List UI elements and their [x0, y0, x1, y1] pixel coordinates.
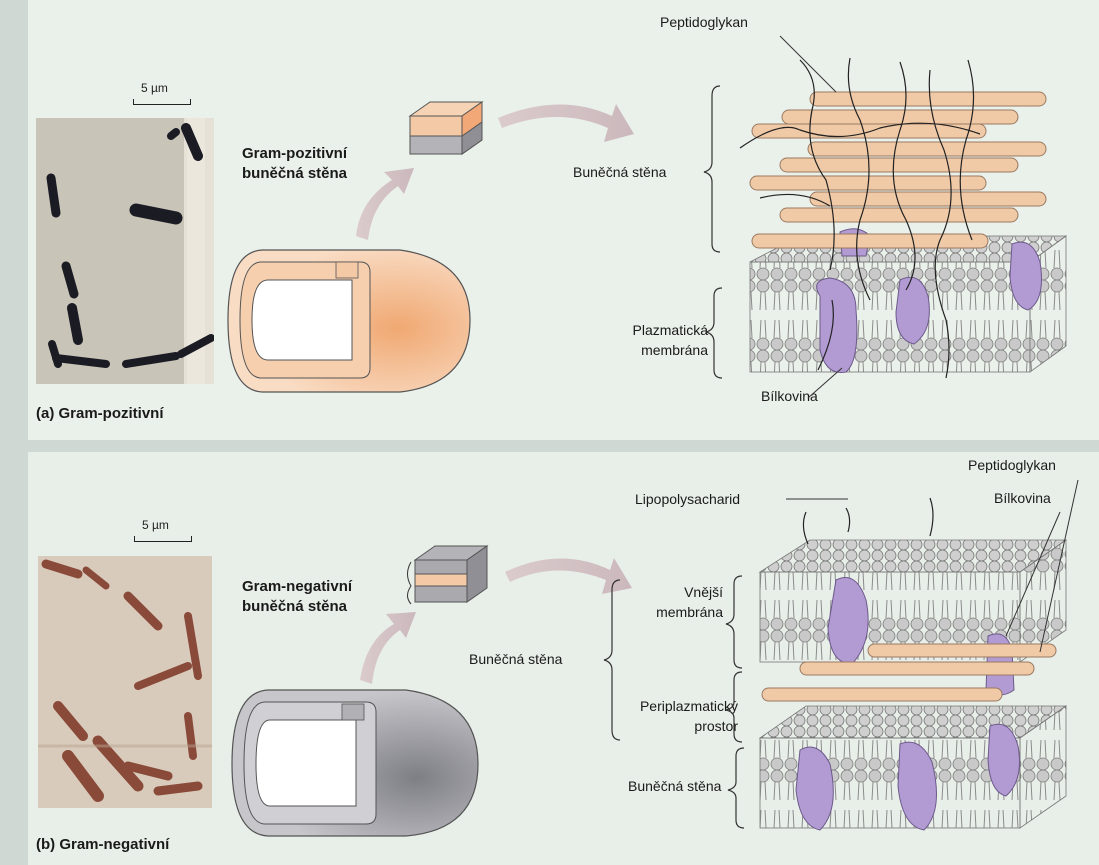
leader-peptidoglycan-a [780, 36, 836, 92]
bracket-cell-wall-a [704, 86, 720, 252]
cell-gram-positive [228, 250, 470, 392]
bracket-periplasm [726, 672, 742, 742]
cell-gram-negative [232, 690, 478, 836]
bracket-membrane-a [706, 288, 722, 378]
peptidoglycan-rods-a [750, 92, 1046, 248]
cube-gram-negative [408, 546, 488, 604]
cube-gram-positive [410, 102, 482, 154]
arrow-b-1 [360, 612, 416, 684]
plasma-membrane-block-b [760, 706, 1066, 830]
bracket-cell-wall-b-lower [728, 748, 744, 828]
lps-strands [803, 498, 933, 544]
bracket-cell-wall-b [604, 580, 620, 740]
arrow-a-1 [356, 168, 414, 240]
membrane-block-a [750, 229, 1066, 373]
arrow-b-2 [505, 558, 632, 594]
bracket-outer-membrane [726, 576, 742, 668]
leader-protein-a [808, 368, 842, 398]
arrow-a-2 [498, 104, 634, 142]
